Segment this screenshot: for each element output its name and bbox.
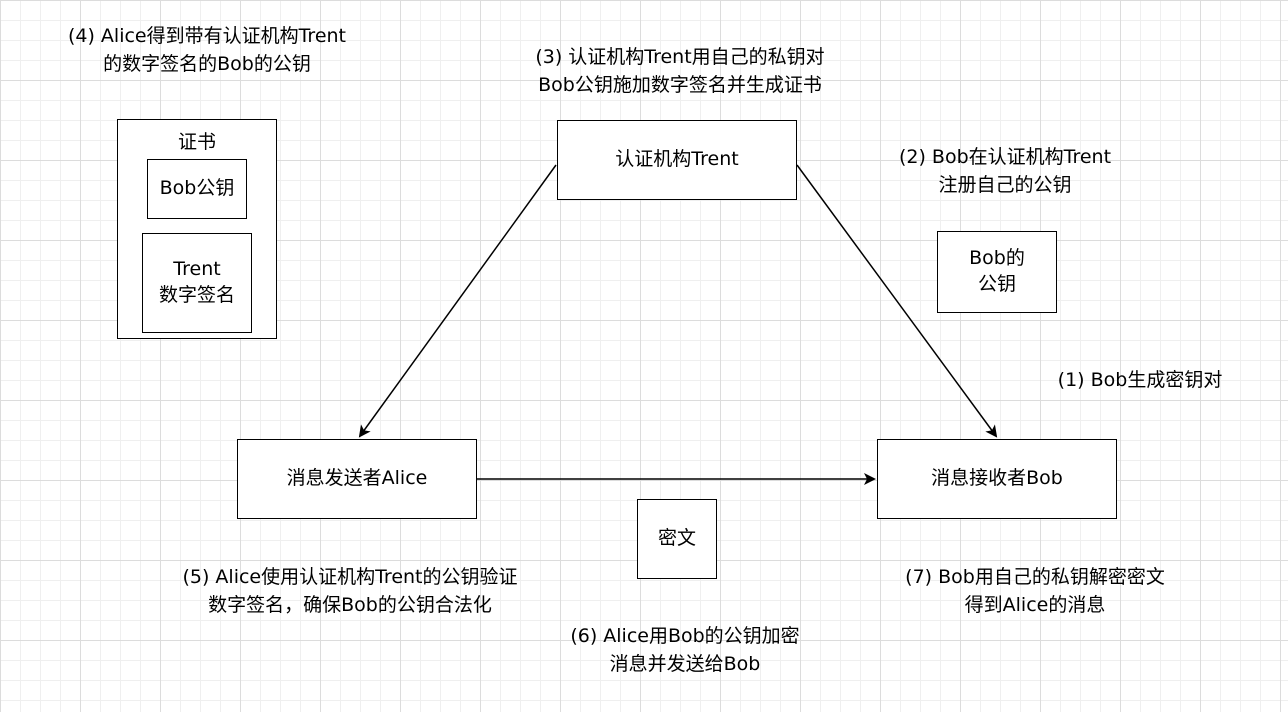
cert-signature-node[interactable]: Trent 数字签名 <box>142 233 252 333</box>
ciphertext-label: 密文 <box>657 527 696 550</box>
bob-public-key-node[interactable]: Bob的 公钥 <box>937 231 1057 313</box>
bob-key-line1: Bob的 <box>969 247 1025 270</box>
cert-bob-key-node[interactable]: Bob公钥 <box>147 159 247 219</box>
bob-key-line2: 公钥 <box>977 273 1016 295</box>
trent-label: 认证机构Trent <box>615 148 739 171</box>
cert-sig-line2: 数字签名 <box>158 284 235 306</box>
step-3-label: (3) 认证机构Trent用自己的私钥对 Bob公钥施加数字签名并生成证书 <box>535 46 825 96</box>
cert-bob-key-label: Bob公钥 <box>159 177 235 200</box>
alice-node[interactable]: 消息发送者Alice <box>237 439 477 519</box>
step-6-label: (6) Alice用Bob的公钥加密 消息并发送给Bob <box>570 625 800 675</box>
arrow-trent-to-bob <box>796 164 998 438</box>
step-5-label: (5) Alice使用认证机构Trent的公钥验证 数字签名，确保Bob的公钥合… <box>182 566 518 616</box>
trent-node[interactable]: 认证机构Trent <box>557 120 797 200</box>
step-2-label: (2) Bob在认证机构Trent 注册自己的公钥 <box>898 146 1112 196</box>
step-1-label: (1) Bob生成密钥对 <box>1057 369 1223 391</box>
step-7-label: (7) Bob用自己的私钥解密密文 得到Alice的消息 <box>905 566 1165 616</box>
certificate-title: 证书 <box>177 131 216 153</box>
alice-label: 消息发送者Alice <box>286 467 428 490</box>
arrow-trent-to-alice <box>358 164 557 438</box>
bob-node[interactable]: 消息接收者Bob <box>877 439 1117 519</box>
bob-label: 消息接收者Bob <box>931 467 1063 490</box>
ciphertext-node[interactable]: 密文 <box>637 499 717 579</box>
cert-sig-line1: Trent <box>173 258 221 281</box>
step-4-label: (4) Alice得到带有认证机构Trent 的数字签名的Bob的公钥 <box>67 25 347 75</box>
